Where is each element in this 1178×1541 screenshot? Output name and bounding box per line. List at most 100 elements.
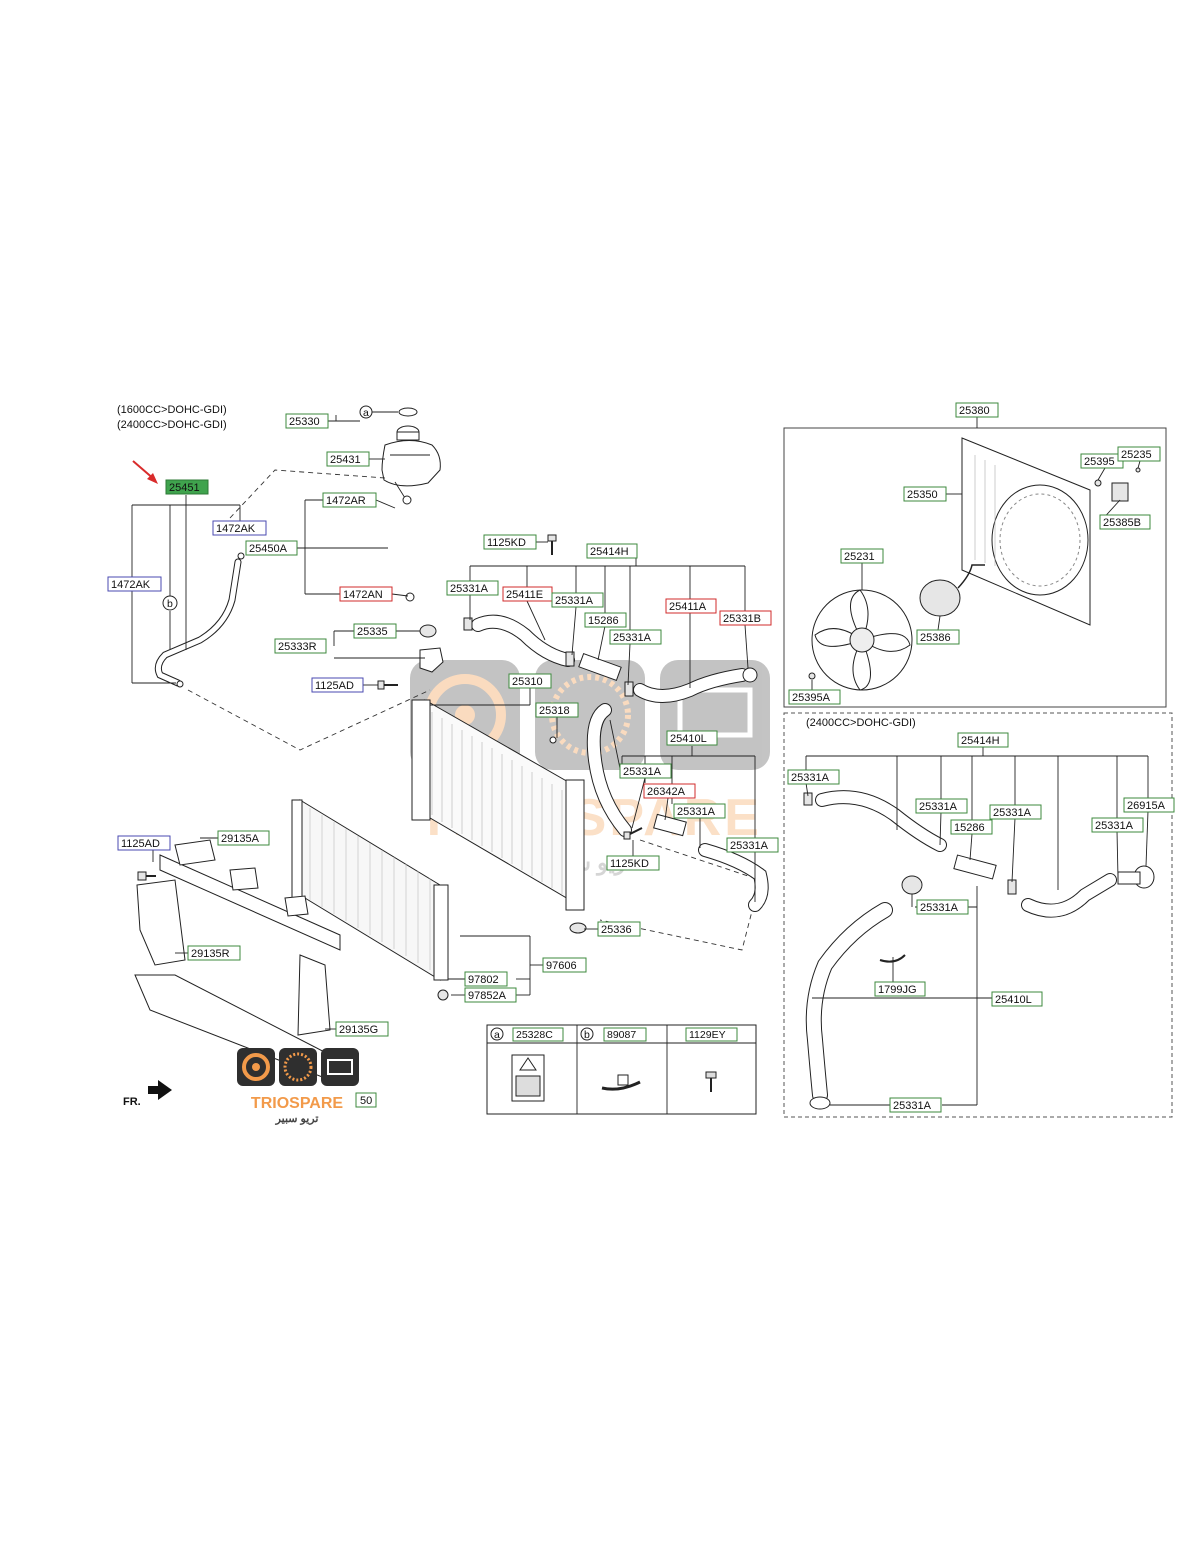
hose-clamp-icon [405, 592, 415, 602]
part-label: 25331A [677, 806, 716, 818]
part-label: 1125KD [610, 858, 649, 870]
engine-variant-1600: (1600CC>DOHC-GDI) [117, 404, 227, 416]
part-label: 25331A [730, 840, 769, 852]
part-label: 15286 [954, 822, 985, 834]
hose-clip-icon [463, 617, 473, 631]
engine-variant-2400: (2400CC>DOHC-GDI) [117, 419, 227, 431]
part-label: 25335 [357, 626, 388, 638]
part-label: 25410L [995, 994, 1032, 1006]
legend-part-c: 1129EY [689, 1029, 726, 1041]
hose-clamp-icon [565, 651, 575, 667]
part-label: 25310 [512, 676, 543, 688]
part-label: 25331A [791, 772, 830, 784]
ac-condenser [291, 799, 449, 981]
front-arrow-icon [148, 1080, 172, 1100]
part-label: 29135G [339, 1024, 378, 1036]
legend-letter-b: b [584, 1029, 590, 1041]
callout-b: b [167, 598, 173, 610]
label-boxes: 25330 a 25431 25451 1472AR 1472AK 25450A… [107, 402, 1175, 1113]
fan-resistor-icon [1111, 482, 1129, 502]
part-label: 25235 [1121, 449, 1152, 461]
hose-clamp-icon [809, 1096, 831, 1110]
oring-seal-icon [398, 407, 418, 417]
coolant-reservoir-tank [381, 440, 441, 505]
part-label: 25331A [993, 807, 1032, 819]
engine-variant-2400-hoses: (2400CC>DOHC-GDI) [806, 717, 916, 729]
variant-2400-box [783, 712, 1173, 1118]
part-label: 25414H [590, 546, 629, 558]
part-label: 97802 [468, 974, 499, 986]
part-label: 25431 [330, 454, 361, 466]
pointer-arrow-icon [132, 460, 158, 484]
screw-icon [1094, 479, 1102, 487]
part-label: 25331A [920, 902, 959, 914]
legend-part-a: 25328C [516, 1029, 553, 1041]
callout-a: a [363, 407, 369, 419]
bolt-icon [547, 534, 557, 555]
part-label: 1472AN [343, 589, 383, 601]
part-label: 25385B [1103, 517, 1141, 529]
part-label: 26342A [647, 786, 686, 798]
part-label: 25410L [670, 733, 707, 745]
hose-clamp-icon [1007, 879, 1017, 895]
drain-plug-icon [569, 922, 587, 934]
screw-icon [1135, 467, 1141, 473]
watermark-logo-small [237, 1048, 359, 1086]
part-label: 1472AK [111, 579, 151, 591]
part-label: 25333R [278, 641, 317, 653]
part-label: 25414H [961, 735, 1000, 747]
cooling-fan-blade [811, 589, 913, 691]
part-label: 1125AD [121, 838, 160, 850]
part-label: 1125KD [487, 537, 526, 549]
bolt-icon [623, 827, 643, 840]
part-label: 25330 [289, 416, 320, 428]
filler-cap-icon [419, 624, 437, 638]
filler-neck-bracket [419, 647, 444, 673]
watermark-brand-arabic-small: تريو سبير [275, 1113, 319, 1125]
part-label-partial: 50 [360, 1095, 372, 1107]
hose-connector-icon [953, 854, 997, 880]
part-label: 25331A [919, 801, 958, 813]
part-label: 26915A [1127, 800, 1166, 812]
front-direction-label: FR. [123, 1096, 141, 1108]
legend-letter-a: a [494, 1029, 500, 1041]
hose-clamp-icon [624, 681, 634, 697]
part-label: 29135R [191, 948, 230, 960]
watermark-brand-small: TRIOSPARE [251, 1095, 343, 1112]
part-label: 1472AR [326, 495, 366, 507]
hose-clip-icon [803, 792, 813, 806]
part-label: 25331A [450, 583, 489, 595]
part-label: 25386 [920, 632, 951, 644]
part-label: 25450A [249, 543, 288, 555]
part-label: 1472AK [216, 523, 256, 535]
connection-line [599, 839, 761, 951]
bolt-icon [377, 680, 398, 690]
reservoir-cap [396, 425, 420, 441]
connection-line [187, 689, 431, 751]
part-label: 97852A [468, 990, 507, 1002]
fan-shroud [961, 437, 1091, 626]
hose-clip-icon [176, 680, 184, 688]
hose-connector-icon [653, 813, 687, 837]
part-label: 1125AD [315, 680, 354, 692]
side-air-guard-29135R [136, 879, 186, 966]
hose-clamp-icon [742, 667, 758, 683]
part-label: 25395 [1084, 456, 1115, 468]
fan-assembly-box [783, 427, 1167, 708]
hose-outlet-icon [1117, 865, 1155, 889]
part-label: 1799JG [878, 984, 917, 996]
radiator-assembly [411, 699, 585, 911]
part-label: 25411A [669, 601, 707, 613]
part-label: 97606 [546, 960, 577, 972]
hose-strap-icon [879, 954, 906, 963]
part-label: 25350 [907, 489, 938, 501]
part-label: 25318 [539, 705, 570, 717]
part-label: 25395A [792, 692, 831, 704]
upper-air-guard-29135A [159, 839, 341, 951]
part-label: 25331A [555, 595, 594, 607]
part-label: 25336 [601, 924, 632, 936]
part-label: 25331A [1095, 820, 1134, 832]
legend-part-b: 89087 [607, 1029, 636, 1041]
mount-bushing-icon [437, 989, 449, 1001]
